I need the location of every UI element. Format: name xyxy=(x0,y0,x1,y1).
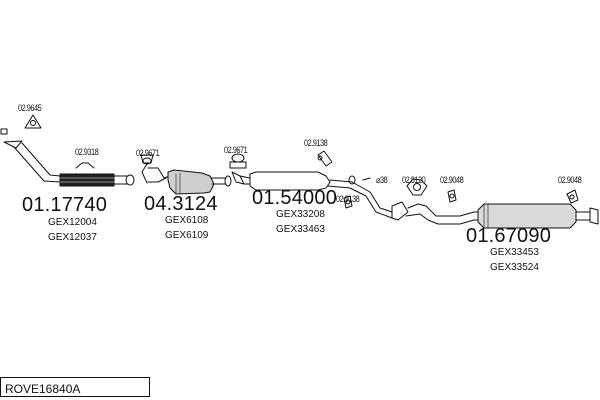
part-ref-rear-2: GEX33524 xyxy=(490,262,539,273)
front-pipe-drawing xyxy=(0,128,135,187)
center-section-drawing xyxy=(231,171,409,221)
rear-section-drawing xyxy=(405,203,599,229)
clamp-front-pipe-shape xyxy=(24,114,42,129)
label-mount-center-upper: 02.9138 xyxy=(304,138,328,148)
label-clamp-cat-outlet: 02.9671 xyxy=(224,145,248,155)
part-number-catalytic-converter: 04.3124 xyxy=(144,193,218,215)
label-mount-rear-3: 02.9048 xyxy=(558,175,582,185)
part-number-front-pipe: 01.17740 xyxy=(22,194,108,216)
label-mount-center-lower: 02.9138 xyxy=(336,194,360,204)
label-clamp-cat-inlet: 02.9671 xyxy=(136,148,160,158)
mount-rear-3-shape xyxy=(566,189,579,204)
part-ref-rear-1: GEX33453 xyxy=(490,247,539,258)
label-gasket-front: 02.9318 xyxy=(75,147,99,157)
clamp-cat-outlet-shape xyxy=(229,153,247,169)
mount-center-lower-shape xyxy=(343,195,353,209)
label-clamp-front-pipe: 02.9645 xyxy=(18,103,42,113)
clamp-cat-inlet-shape xyxy=(140,154,154,165)
mount-rear-1-shape xyxy=(406,178,428,196)
part-ref-front-pipe-2: GEX12037 xyxy=(48,232,97,243)
reference-code: ROVE16840A xyxy=(5,382,81,396)
part-number-center-silencer: 01.54000 xyxy=(252,187,338,209)
reference-box: ROVE16840A xyxy=(0,377,150,397)
part-ref-center-2: GEX33463 xyxy=(276,224,325,235)
label-mount-rear-1: 02.8120 xyxy=(402,175,426,185)
catalytic-converter-drawing xyxy=(141,163,232,195)
mount-rear-2-shape xyxy=(447,189,457,203)
part-number-rear-silencer: 01.67090 xyxy=(466,225,552,247)
part-ref-catalytic-2: GEX6109 xyxy=(165,230,209,241)
part-ref-front-pipe-1: GEX12004 xyxy=(48,217,97,228)
part-ref-center-1: GEX33208 xyxy=(276,209,325,220)
label-mount-rear-2: 02.9048 xyxy=(440,175,464,185)
gasket-front-shape xyxy=(75,162,95,169)
label-diameter-38: ⌀38 xyxy=(376,175,388,185)
part-ref-catalytic-1: GEX6108 xyxy=(165,215,209,226)
mount-center-upper-shape xyxy=(317,150,333,167)
diameter-marker xyxy=(362,177,371,181)
